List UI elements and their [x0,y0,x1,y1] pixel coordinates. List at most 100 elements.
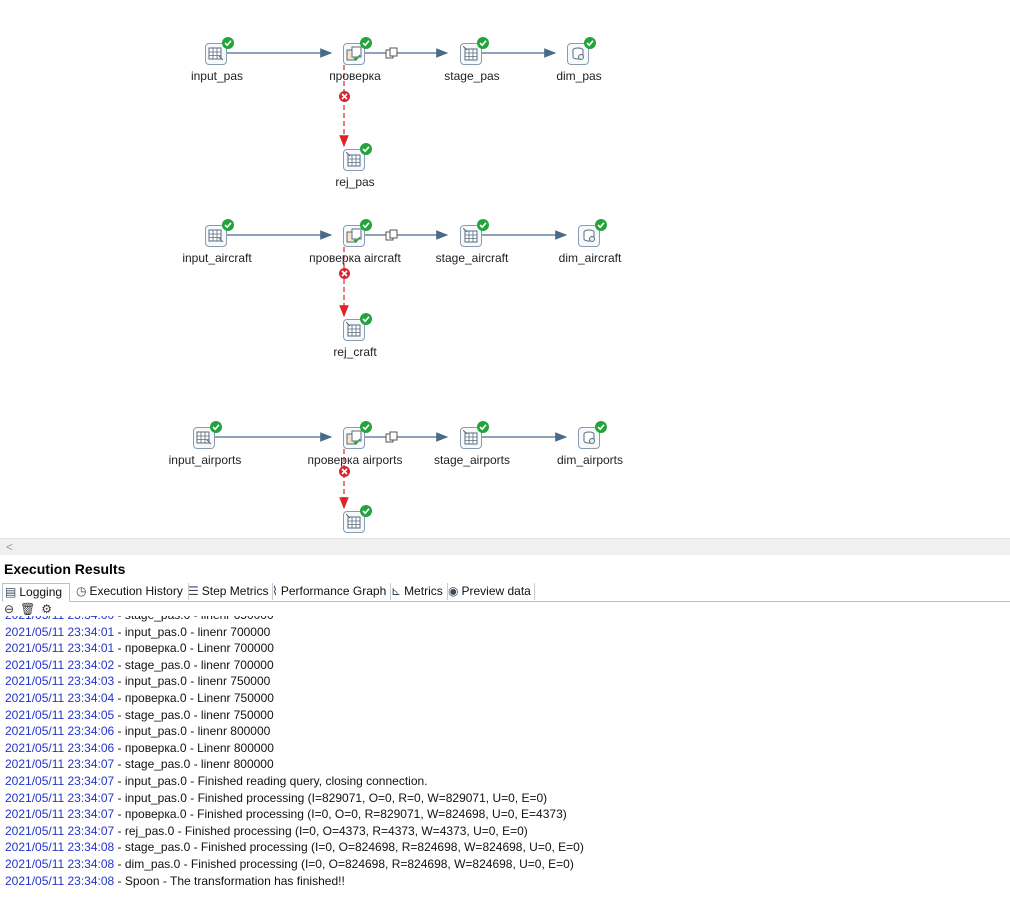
log-icon: ▤ [5,585,17,599]
step-label: dim_aircraft [558,251,622,265]
tab-performance-graph[interactable]: ⌇Performance Graph [270,583,391,600]
tab-label: Step Metrics [201,584,269,598]
tab-step-metrics[interactable]: ☰Step Metrics [186,583,273,600]
eye-icon: ◉ [448,584,459,598]
step-label: stage_aircraft [435,251,509,265]
check-icon [360,313,372,325]
log-message: - stage_pas.0 - linenr 700000 [114,657,274,672]
step-label: rej_pas [335,175,375,189]
graph-icon: ⌇ [272,584,278,598]
check-icon [360,421,372,433]
check-icon [210,421,222,433]
log-toolbar: ⊖ 🗑 ⚙ [4,602,58,616]
panel-title: Execution Results [4,561,126,577]
log-line: 2021/05/11 23:34:07 - rej_pas.0 - Finish… [5,823,1005,840]
step-rej-airports[interactable] [305,505,405,538]
step-stage-airports[interactable]: stage_airports [422,421,522,481]
log-message: - input_pas.0 - Finished processing (I=8… [114,790,548,805]
step-label: проверка airports [307,453,403,467]
log-timestamp: 2021/05/11 23:34:00 [5,616,114,622]
log-message: - dim_pas.0 - Finished processing (I=0, … [114,856,574,871]
execution-results-panel: Execution Results ▤Logging ◷Execution Hi… [0,556,1010,905]
filter-step-icon [343,427,365,449]
tab-execution-history[interactable]: ◷Execution History [74,583,189,600]
log-timestamp: 2021/05/11 23:34:07 [5,773,115,788]
step-proverka-aircraft[interactable]: проверка aircraft [305,219,405,279]
error-hop-icon [339,268,350,279]
log-timestamp: 2021/05/11 23:34:01 [5,624,115,639]
tab-label: Execution History [89,584,183,598]
scroll-left-icon[interactable]: < [6,540,14,554]
check-icon [477,37,489,49]
table-output-icon [460,427,482,449]
log-message: - проверка.0 - Linenr 750000 [114,690,274,705]
log-timestamp: 2021/05/11 23:34:07 [5,757,115,772]
step-input-pas[interactable]: input_pas [167,37,267,97]
log-line: 2021/05/11 23:34:07 - stage_pas.0 - line… [5,756,1005,773]
tab-label: Preview data [461,584,531,598]
log-line: 2021/05/11 23:34:07 - input_pas.0 - Fini… [5,790,1005,807]
log-line: 2021/05/11 23:34:08 - Spoon - The transf… [5,873,1005,890]
clear-log-icon[interactable]: 🗑 [20,602,36,616]
canvas-horizontal-scrollbar[interactable]: < [0,538,1010,555]
step-proverka[interactable]: проверка [305,37,405,97]
log-timestamp: 2021/05/11 23:34:06 [5,740,115,755]
check-icon [360,219,372,231]
step-label: input_airports [168,453,242,467]
log-message: - stage_pas.0 - linenr 800000 [114,757,274,772]
step-rej-pas[interactable]: rej_pas [305,143,405,203]
log-line: 2021/05/11 23:34:01 - input_pas.0 - line… [5,624,1005,641]
tab-metrics[interactable]: ⊾Metrics [389,583,448,600]
step-label: stage_pas [444,69,500,83]
log-message: - Spoon - The transformation has finishe… [114,873,345,888]
dimension-lookup-icon [578,427,600,449]
transformation-canvas[interactable]: input_pas проверка stage_pas dim_pas rej… [0,0,1010,538]
table-output-icon [343,511,365,533]
step-input-aircraft[interactable]: input_aircraft [167,219,267,279]
log-message: - stage_pas.0 - linenr 650000 [114,616,274,622]
log-timestamp: 2021/05/11 23:34:07 [5,790,115,805]
log-timestamp: 2021/05/11 23:34:08 [5,840,115,855]
step-label: dim_airports [556,453,624,467]
step-proverka-airports[interactable]: проверка airports [305,421,405,481]
log-message: - input_pas.0 - linenr 750000 [114,674,271,689]
collapse-icon[interactable]: ⊖ [4,602,15,616]
log-message: - input_pas.0 - linenr 700000 [114,624,271,639]
log-line: 2021/05/11 23:34:08 - dim_pas.0 - Finish… [5,856,1005,873]
step-dim-pas[interactable]: dim_pas [529,37,629,97]
step-input-airports[interactable]: input_airports [155,421,255,481]
check-icon [595,219,607,231]
step-rej-craft[interactable]: rej_craft [305,313,405,373]
log-timestamp: 2021/05/11 23:34:02 [5,657,115,672]
step-dim-aircraft[interactable]: dim_aircraft [540,219,640,279]
table-output-icon [343,149,365,171]
log-line: 2021/05/11 23:34:04 - проверка.0 - Linen… [5,690,1005,707]
check-icon [584,37,596,49]
log-line: 2021/05/11 23:34:03 - input_pas.0 - line… [5,673,1005,690]
settings-icon[interactable]: ⚙ [41,602,53,616]
copy-rows-icon [385,229,399,241]
dimension-lookup-icon [578,225,600,247]
list-icon: ☰ [188,584,199,598]
log-view[interactable]: 2021/05/11 23:34:00 - stage_pas.0 - line… [5,616,1005,905]
log-message: - input_pas.0 - linenr 800000 [114,724,271,739]
log-message: - проверка.0 - Linenr 800000 [114,740,274,755]
log-timestamp: 2021/05/11 23:34:07 [5,823,115,838]
tab-logging[interactable]: ▤Logging [2,583,70,602]
hops-layer [206,48,568,510]
step-stage-pas[interactable]: stage_pas [422,37,522,97]
log-message: - rej_pas.0 - Finished processing (I=0, … [114,823,528,838]
tab-preview-data[interactable]: ◉Preview data [446,583,535,600]
tab-label: Metrics [404,584,443,598]
log-timestamp: 2021/05/11 23:34:08 [5,856,115,871]
step-stage-aircraft[interactable]: stage_aircraft [422,219,522,279]
tab-label: Performance Graph [280,584,387,598]
log-line: 2021/05/11 23:34:05 - stage_pas.0 - line… [5,707,1005,724]
step-dim-airports[interactable]: dim_airports [540,421,640,481]
log-line: 2021/05/11 23:34:06 - проверка.0 - Linen… [5,740,1005,757]
log-timestamp: 2021/05/11 23:34:03 [5,674,115,689]
table-input-icon [205,43,227,65]
step-label: rej_craft [333,345,377,359]
history-icon: ◷ [76,584,87,598]
check-icon [595,421,607,433]
